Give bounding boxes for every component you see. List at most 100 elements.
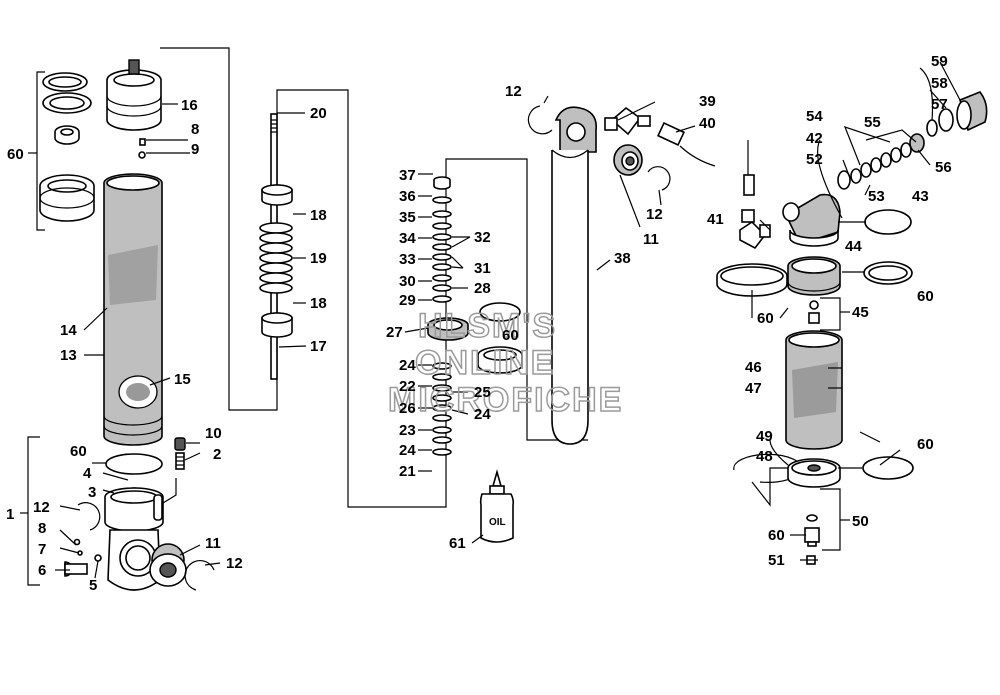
callout-60: 60 bbox=[502, 327, 519, 344]
callout-26: 26 bbox=[399, 400, 416, 417]
callout-12: 12 bbox=[505, 83, 522, 100]
callout-60: 60 bbox=[768, 527, 785, 544]
callout-36: 36 bbox=[399, 188, 416, 205]
hose-40 bbox=[657, 121, 716, 167]
callout-45: 45 bbox=[852, 304, 869, 321]
end-cap-48 bbox=[787, 458, 841, 488]
callout-43: 43 bbox=[912, 188, 929, 205]
callout-18: 18 bbox=[310, 207, 327, 224]
callout-7: 7 bbox=[38, 541, 46, 558]
o-ring-60-end bbox=[862, 456, 914, 480]
callout-30: 30 bbox=[399, 273, 416, 290]
callout-23: 23 bbox=[399, 422, 416, 439]
group-line-shaft bbox=[160, 47, 588, 508]
snap-ring-12-top bbox=[527, 105, 553, 135]
callout-55: 55 bbox=[864, 114, 881, 131]
snap-ring-12-left bbox=[77, 502, 101, 531]
callout-33: 33 bbox=[399, 251, 416, 268]
oil-label: OIL bbox=[489, 517, 506, 528]
callout-13: 13 bbox=[60, 347, 77, 364]
callout-24: 24 bbox=[474, 406, 491, 423]
callout-58: 58 bbox=[931, 75, 948, 92]
callout-34: 34 bbox=[399, 230, 416, 247]
callout-59: 59 bbox=[931, 53, 948, 70]
callout-8: 8 bbox=[191, 121, 199, 138]
callout-19: 19 bbox=[310, 250, 327, 267]
callout-10: 10 bbox=[205, 425, 222, 442]
hose-line-41 bbox=[739, 140, 771, 250]
watermark-line-3: MICROFICHE bbox=[388, 381, 623, 419]
callout-44: 44 bbox=[845, 238, 862, 255]
bushing-11-top bbox=[613, 144, 643, 176]
callout-25: 25 bbox=[474, 384, 491, 401]
eyelet-body-lower bbox=[104, 487, 164, 591]
callout-53: 53 bbox=[868, 188, 885, 205]
callout-labels: 60 16 8 9 14 13 15 10 2 60 4 3 1 12 8 7 … bbox=[6, 53, 952, 594]
shock-body-tube bbox=[103, 173, 163, 446]
callout-38: 38 bbox=[614, 250, 631, 267]
callout-5: 5 bbox=[89, 577, 97, 594]
callout-60: 60 bbox=[7, 146, 24, 163]
piston-44 bbox=[787, 256, 841, 296]
callout-35: 35 bbox=[399, 209, 416, 226]
seal-ring-60-mid bbox=[477, 302, 523, 374]
seal-rings-set bbox=[39, 72, 95, 222]
callout-20: 20 bbox=[310, 105, 327, 122]
callout-15: 15 bbox=[174, 371, 191, 388]
callout-24: 24 bbox=[399, 357, 416, 374]
o-ring-43 bbox=[864, 209, 912, 235]
callout-60: 60 bbox=[917, 288, 934, 305]
callout-57: 57 bbox=[931, 96, 948, 113]
adjuster-screw-6-7-8 bbox=[64, 538, 102, 577]
callout-4: 4 bbox=[83, 465, 92, 482]
valve-45 bbox=[808, 300, 820, 324]
callout-17: 17 bbox=[310, 338, 327, 355]
callout-27: 27 bbox=[386, 324, 403, 341]
valve-50-51 bbox=[804, 514, 820, 565]
callout-1: 1 bbox=[6, 506, 14, 523]
callout-28: 28 bbox=[474, 280, 491, 297]
callout-61: 61 bbox=[449, 535, 466, 552]
snap-ring-12-right bbox=[647, 166, 671, 191]
watermark: HLSM'S ONLINE MICROFICHE bbox=[387, 306, 623, 420]
callout-50: 50 bbox=[852, 513, 869, 530]
callout-16: 16 bbox=[181, 97, 198, 114]
reservoir-head-42 bbox=[782, 193, 841, 247]
bearing-cap-16 bbox=[106, 59, 162, 131]
callout-11: 11 bbox=[205, 535, 221, 552]
bushing-11-lower bbox=[149, 543, 187, 587]
callout-48: 48 bbox=[756, 448, 773, 465]
callout-52: 52 bbox=[806, 151, 823, 168]
small-pin-8-9 bbox=[138, 138, 146, 159]
elbow-fitting-39 bbox=[604, 106, 651, 136]
bracket-60-top bbox=[36, 71, 45, 231]
callout-42: 42 bbox=[806, 130, 823, 147]
callout-49: 49 bbox=[756, 428, 773, 445]
callout-60: 60 bbox=[757, 310, 774, 327]
callout-8: 8 bbox=[38, 520, 46, 537]
bracket-1 bbox=[27, 436, 40, 586]
watermark-line-2: ONLINE bbox=[415, 344, 555, 382]
bumper-18-lower bbox=[261, 312, 293, 338]
oil-bottle-61: OIL bbox=[479, 469, 515, 543]
callout-12: 12 bbox=[226, 555, 243, 572]
valve-10-2 bbox=[174, 437, 186, 470]
callout-12: 12 bbox=[33, 499, 50, 516]
watermark-line-1: HLSM'S bbox=[418, 307, 557, 345]
callout-12: 12 bbox=[646, 206, 663, 223]
callout-6: 6 bbox=[38, 562, 46, 579]
seal-ring-60-right bbox=[716, 263, 788, 297]
callout-41: 41 bbox=[707, 211, 724, 228]
callout-39: 39 bbox=[699, 93, 716, 110]
callout-11: 11 bbox=[643, 231, 659, 248]
reservoir-hose-38 bbox=[551, 106, 597, 445]
callout-37: 37 bbox=[399, 167, 416, 184]
callout-24: 24 bbox=[399, 442, 416, 459]
callout-9: 9 bbox=[191, 141, 199, 158]
snap-ring-49 bbox=[733, 453, 803, 483]
piston-parts-52-53-54-55-56 bbox=[837, 133, 925, 190]
callout-54: 54 bbox=[806, 108, 823, 125]
callout-32: 32 bbox=[474, 229, 491, 246]
callout-60: 60 bbox=[70, 443, 87, 460]
